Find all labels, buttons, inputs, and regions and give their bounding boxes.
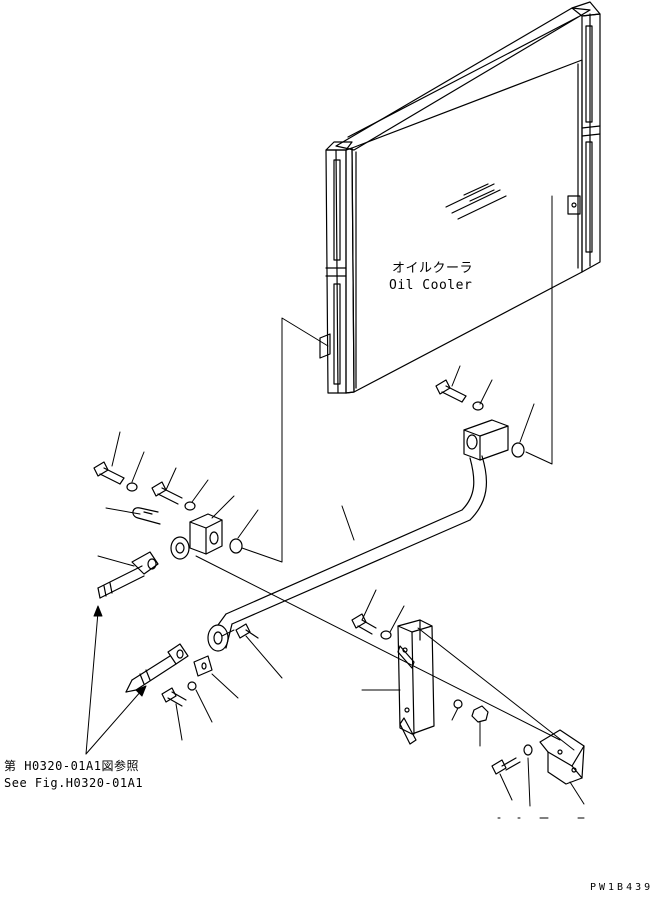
left-fitting-cluster <box>93 461 259 707</box>
drawing-number: PW1B439 <box>590 882 654 893</box>
oil-cooler-label-en: Oil Cooler <box>389 278 473 293</box>
leader-lines <box>85 365 585 819</box>
oil-cooler <box>319 1 601 394</box>
upper-fasteners <box>435 379 525 458</box>
figure-reference-jp: 第 H0320-01A1図参照 <box>4 759 139 773</box>
figure-reference-en: See Fig.H0320-01A1 <box>4 776 144 790</box>
bracket-assembly <box>351 613 585 785</box>
connection-lines <box>195 195 575 751</box>
oil-pipe <box>207 419 509 652</box>
oil-cooler-label-jp: オイルクーラ <box>392 261 474 276</box>
